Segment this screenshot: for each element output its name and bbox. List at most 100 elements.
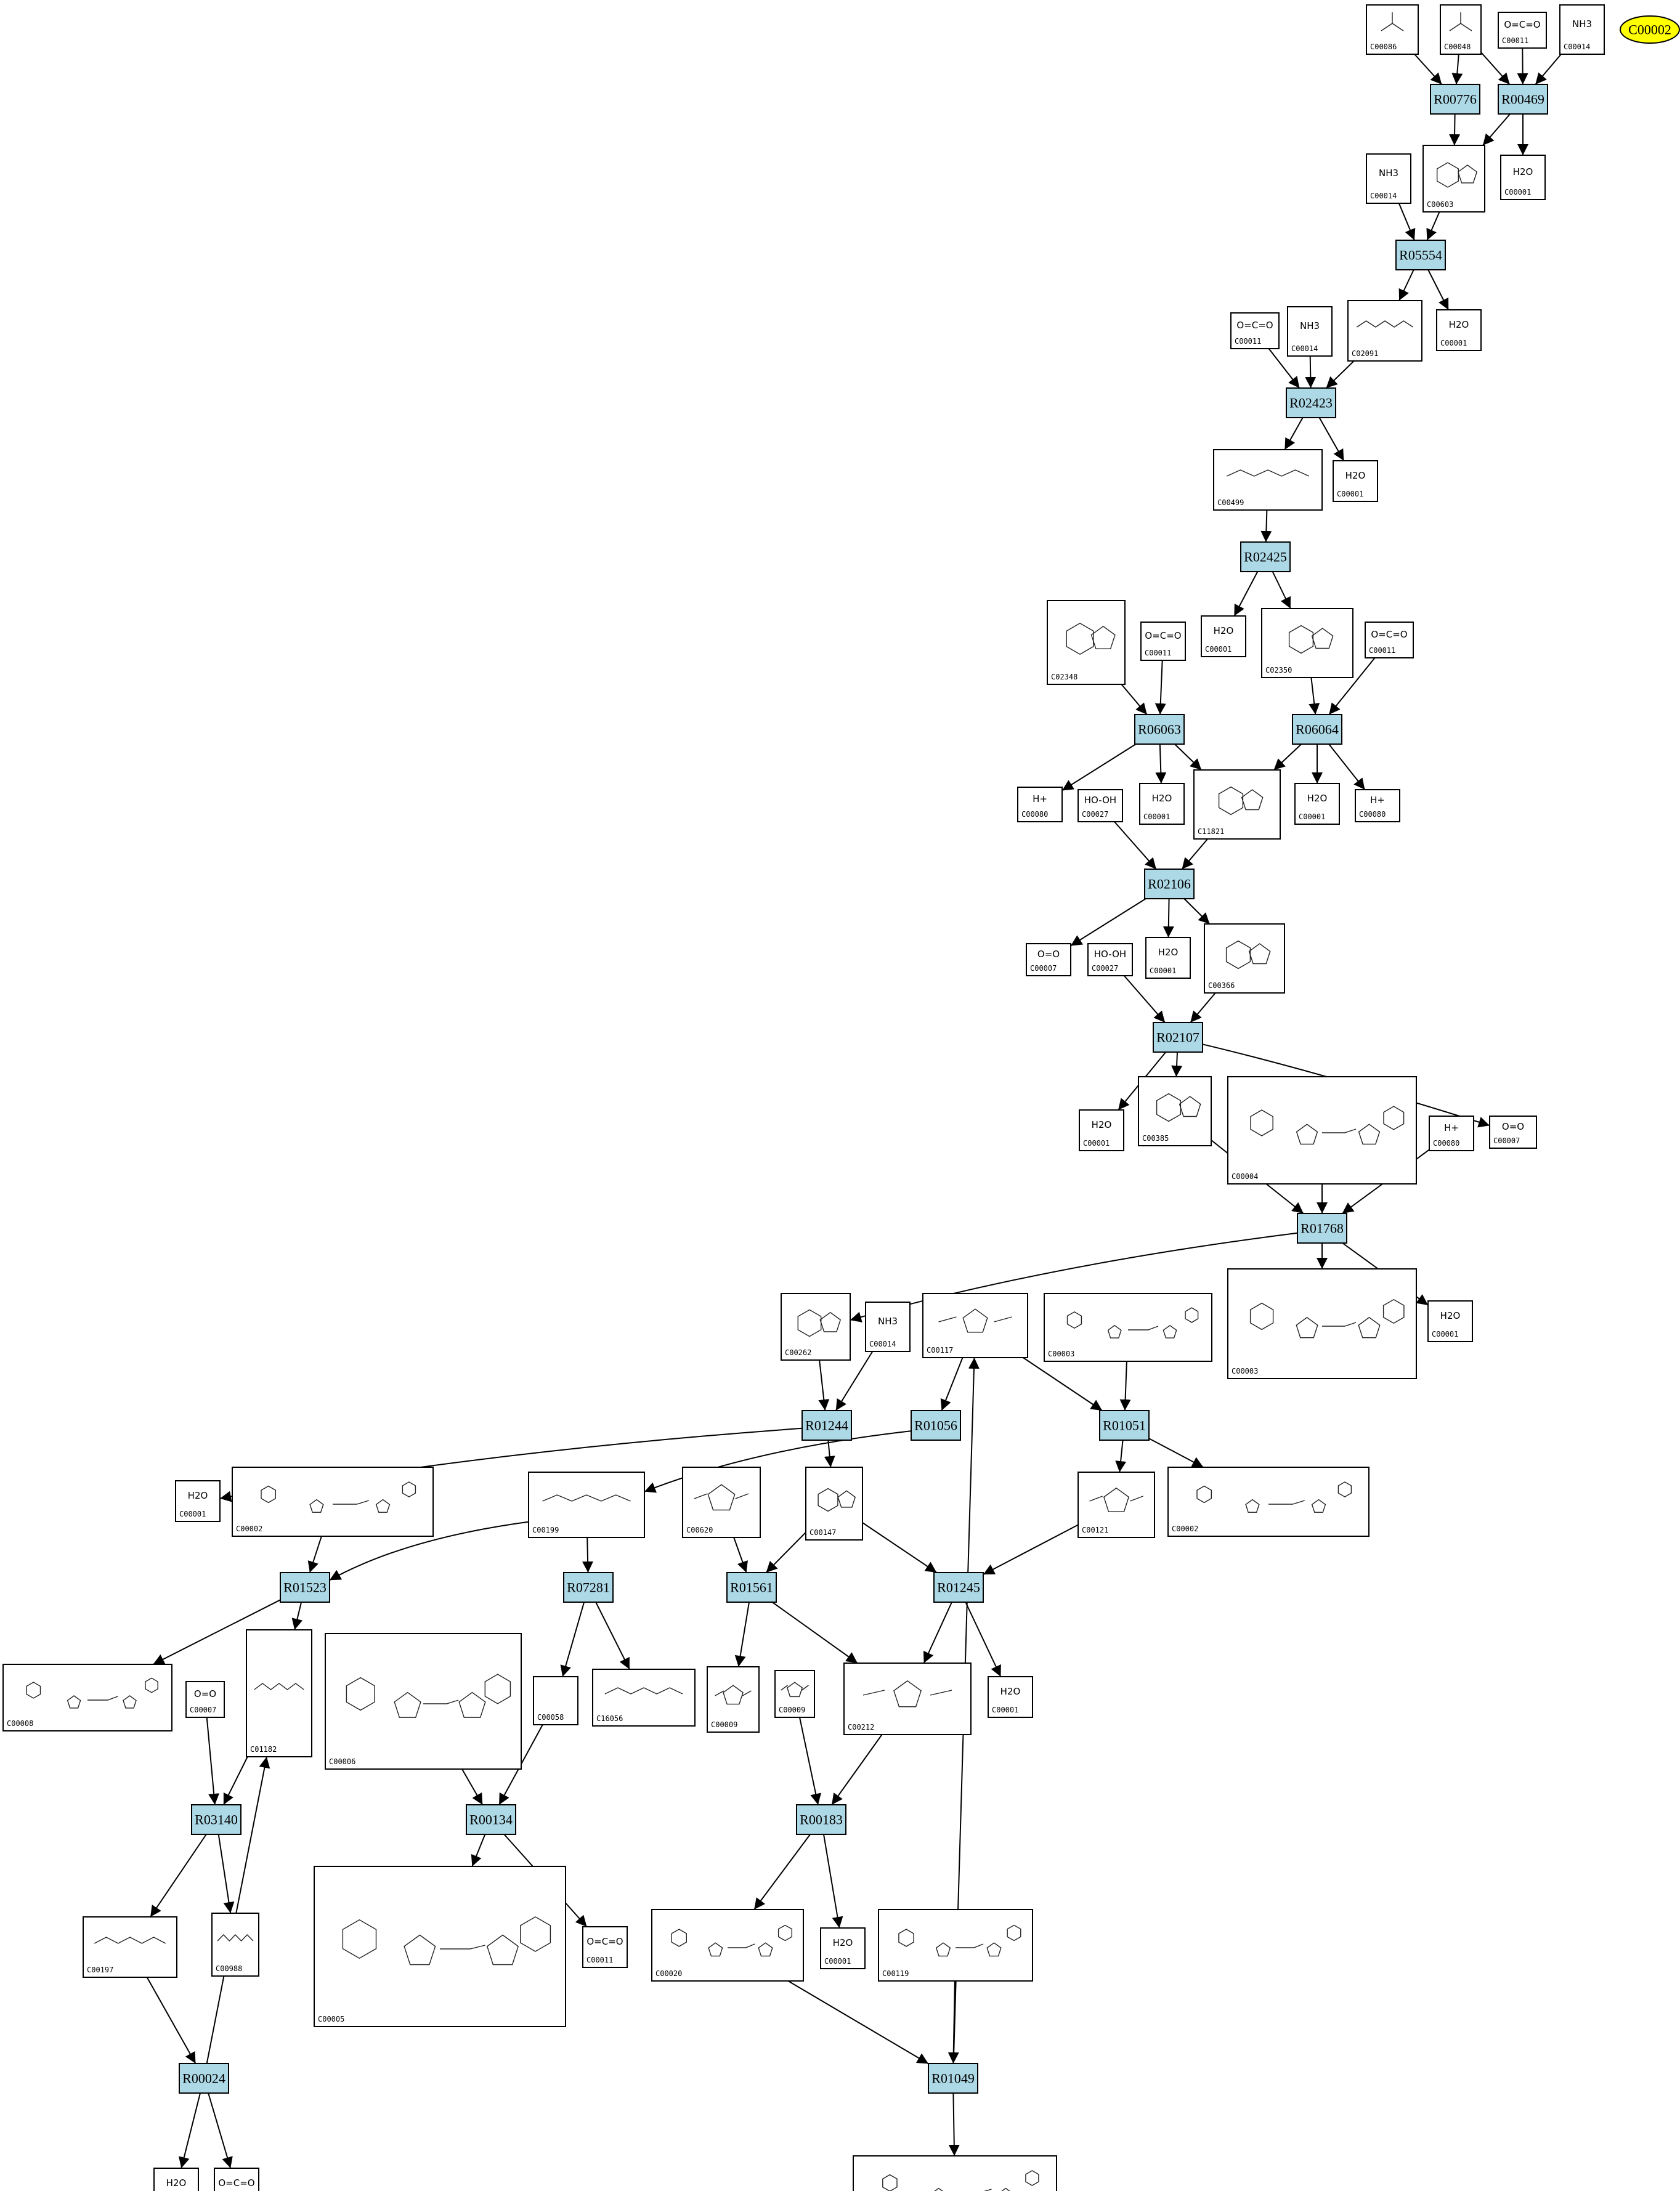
compound-C00005[interactable]: C00005 (314, 1866, 566, 2027)
edge-R00134-n59 (471, 1834, 486, 1867)
compound-C11821[interactable]: C11821 (1193, 769, 1281, 840)
reaction-label: R00776 (1434, 92, 1477, 107)
compound-C02091[interactable]: C02091 (1347, 300, 1422, 362)
compound-C16056[interactable]: C16056 (592, 1669, 696, 1727)
edge-R01051-n46 (1148, 1438, 1204, 1468)
compound-C00086[interactable]: C00086 (1366, 4, 1419, 55)
reaction-R00469[interactable]: R00469 (1498, 84, 1548, 115)
reaction-R00024[interactable]: R00024 (179, 2063, 229, 2094)
reaction-R02425[interactable]: R02425 (1240, 541, 1291, 572)
reaction-R00134[interactable]: R00134 (466, 1804, 516, 1835)
compound-C00080[interactable]: H+C00080 (1355, 789, 1400, 822)
compound-C00603[interactable]: C00603 (1422, 145, 1485, 213)
compound-C00008[interactable]: C00008 (2, 1664, 172, 1731)
compound-C00212[interactable]: C00212 (843, 1662, 972, 1735)
reaction-R01051[interactable]: R01051 (1099, 1410, 1150, 1441)
reaction-R00776[interactable]: R00776 (1430, 84, 1480, 115)
edge-n5-R05554 (1426, 211, 1440, 241)
compound-C00009[interactable]: C00009 (774, 1670, 815, 1718)
edge-n49-R03140 (206, 1717, 220, 1805)
reaction-R01523[interactable]: R01523 (280, 1572, 330, 1603)
reaction-R01245[interactable]: R01245 (933, 1572, 984, 1603)
reaction-R05554[interactable]: R05554 (1395, 240, 1446, 270)
reaction-R02423[interactable]: R02423 (1286, 387, 1336, 418)
compound-C00197[interactable]: C00197 (83, 1916, 177, 1978)
compound-C00080[interactable]: H+C00080 (1429, 1116, 1474, 1151)
reaction-R06064[interactable]: R06064 (1292, 714, 1342, 745)
compound-formula: O=C=O (1371, 629, 1407, 640)
compound-id-label: C02348 (1051, 673, 1077, 681)
compound-C02350[interactable]: C02350 (1261, 608, 1353, 678)
compound-C00020[interactable]: C00020 (651, 1909, 804, 1982)
compound-C00003[interactable]: C00003 (1044, 1293, 1212, 1362)
reaction-R02106[interactable]: R02106 (1144, 869, 1195, 899)
compound-C00620[interactable]: C00620 (682, 1467, 761, 1538)
compound-C00006[interactable]: C00006 (325, 1633, 522, 1770)
compound-C00002[interactable]: C00002 (1167, 1467, 1370, 1537)
reaction-R01049[interactable]: R01049 (928, 2063, 978, 2094)
reaction-R01244[interactable]: R01244 (801, 1410, 852, 1441)
compound-C00199[interactable]: C00199 (528, 1472, 645, 1538)
compound-C02348[interactable]: C02348 (1047, 600, 1126, 685)
reaction-R01056[interactable]: R01056 (911, 1410, 961, 1441)
compound-C00121[interactable]: C00121 (1077, 1472, 1155, 1538)
compound-C00002[interactable]: C00002 (853, 2155, 1057, 2191)
reaction-R01561[interactable]: R01561 (726, 1572, 777, 1603)
reaction-R07281[interactable]: R07281 (563, 1572, 614, 1603)
reaction-R01768[interactable]: R01768 (1297, 1213, 1347, 1244)
compound-C00499[interactable]: C00499 (1213, 449, 1323, 511)
compound-C00147[interactable]: C00147 (805, 1467, 863, 1541)
compound-C00009[interactable]: C00009 (707, 1666, 760, 1733)
structure-icon (94, 1937, 166, 1944)
reaction-R06063[interactable]: R06063 (1134, 714, 1185, 745)
compound-C00002[interactable]: C00002 (232, 1467, 434, 1537)
compound-C00058[interactable]: C00058 (533, 1676, 578, 1725)
compound-C00366[interactable]: C00366 (1204, 923, 1285, 994)
compound-id-label: C00014 (1370, 192, 1397, 200)
compound-C00385[interactable]: C00385 (1138, 1076, 1212, 1146)
compound-id-label: C00011 (1145, 649, 1171, 657)
compound-C00119[interactable]: C00119 (878, 1909, 1033, 1982)
reaction-R03140[interactable]: R03140 (191, 1804, 241, 1835)
reaction-label: R02423 (1289, 395, 1333, 411)
reaction-R02107[interactable]: R02107 (1153, 1022, 1203, 1053)
compound-C01182[interactable]: C01182 (246, 1629, 312, 1757)
compound-C00117[interactable]: C00117 (922, 1293, 1028, 1358)
compound-C00004[interactable]: C00004 (1227, 1076, 1417, 1185)
compound-C00080[interactable]: H+C00080 (1017, 787, 1063, 822)
highlighted-compound[interactable]: C00002 (1620, 15, 1680, 44)
reaction-R00183[interactable]: R00183 (796, 1804, 846, 1835)
compound-C00988[interactable]: C00988 (211, 1913, 259, 1977)
compound-C00262[interactable]: C00262 (781, 1293, 851, 1361)
compound-C00048[interactable]: C00048 (1440, 4, 1482, 55)
compound-C00003[interactable]: C00003 (1227, 1268, 1417, 1379)
